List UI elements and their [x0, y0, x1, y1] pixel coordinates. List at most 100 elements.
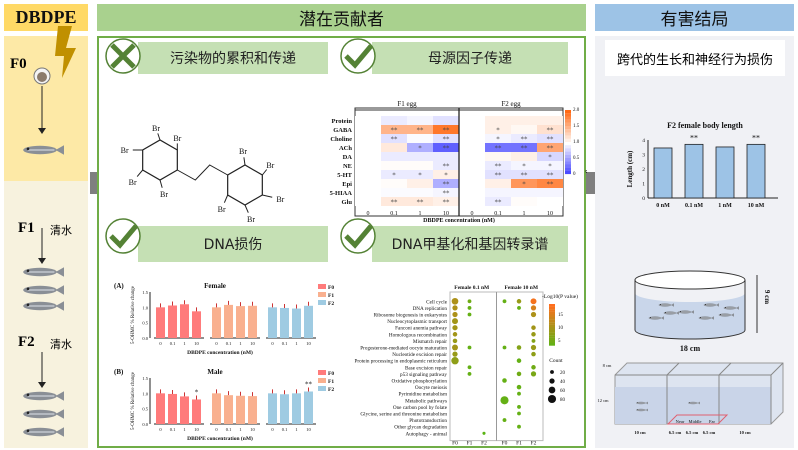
x-tick: 1: [239, 427, 241, 432]
heatmap-cell: [433, 143, 459, 152]
legend-tick: 15: [558, 313, 564, 318]
significance-mark: **: [521, 172, 529, 180]
group-label: Female 10 nM: [504, 285, 538, 291]
y-tick: 0.0: [142, 422, 148, 427]
bar: [236, 306, 245, 338]
heatmap-row-label: Protein: [332, 118, 353, 125]
significance-mark: *: [548, 163, 552, 171]
fish-tail: [55, 145, 64, 155]
bond: [157, 133, 161, 141]
legend-gradient-step: [565, 138, 571, 143]
bond: [159, 179, 163, 188]
chart-title: Male: [207, 368, 222, 376]
f2-section: [4, 311, 88, 448]
fish-eye: [26, 269, 30, 273]
bubble: [500, 396, 509, 405]
x-tick: 1: [183, 427, 185, 432]
legend-tick: 20: [560, 371, 566, 376]
heatmap-cell: [433, 170, 459, 179]
bubble: [502, 418, 507, 423]
heatmap-cell: [485, 143, 511, 152]
heatmap-row-label: 5-HT: [337, 172, 352, 179]
significance-mark: **: [495, 172, 503, 180]
fish-tail: [645, 408, 648, 412]
panel-letter: (A): [114, 282, 124, 290]
heatmap-cell: [485, 125, 511, 134]
fish-eye: [665, 312, 666, 314]
significance-mark: *: [195, 388, 199, 396]
tank-width-label: 6.5 cm: [703, 430, 716, 435]
bubble: [502, 299, 507, 304]
bar: [236, 395, 245, 424]
y-tick: 0.5: [142, 407, 148, 412]
heatmap-cell: [537, 170, 563, 179]
significance-mark: **: [521, 136, 529, 144]
bar: [224, 304, 233, 338]
box-tank-water: [615, 387, 771, 424]
heatmap-row-label: Epi: [342, 181, 352, 188]
bubble: [531, 351, 536, 357]
fish-tail: [55, 301, 64, 311]
legend-gradient-step: [565, 116, 571, 120]
bubble: [452, 338, 458, 344]
x-tick: 10 nM: [748, 203, 765, 209]
pathway-term: p53 signaling pathway: [400, 372, 447, 378]
benzene-ring: [142, 139, 178, 181]
heatmap-cell: [433, 179, 459, 188]
legend-gradient-step: [565, 154, 571, 159]
bromine-atom: Br: [160, 190, 168, 199]
fish-eye: [705, 304, 706, 306]
heatmap-cell: [407, 116, 433, 125]
tank-width-label: 6.5 cm: [669, 430, 682, 435]
y-axis-label: Length (cm): [626, 150, 634, 187]
legend-tick: 60: [560, 389, 566, 394]
fish-tail: [675, 311, 679, 315]
heatmap-cell: [381, 197, 407, 206]
pathway-term: Fanconi anemia pathway: [395, 326, 447, 332]
pathway-term: Cell cycle: [426, 299, 448, 305]
pathway-term: Phototransduction: [409, 418, 447, 424]
chart-title: Female: [204, 282, 226, 290]
legend-gradient-step: [549, 306, 555, 310]
legend-label: Fold change: [585, 144, 587, 176]
heatmap-col-label: 1: [523, 211, 526, 217]
fish-tail: [710, 316, 714, 320]
bar: [304, 391, 313, 424]
significance-mark: *: [496, 136, 500, 144]
legend-gradient-step: [565, 110, 571, 114]
bubble: [502, 345, 507, 350]
bar: [180, 396, 189, 424]
heatmap-cell: [511, 170, 537, 179]
legend-gradient-step: [549, 324, 555, 328]
fish-tail: [55, 391, 64, 401]
heatmap-cell: [433, 125, 459, 134]
fish-tail: [735, 306, 739, 310]
y-tick: 3: [642, 153, 645, 159]
legend-gradient-step: [565, 142, 571, 146]
heatmap-cell: [381, 134, 407, 143]
size-legend-dot: [550, 370, 554, 374]
right-title: 跨代的生长和神经行为损伤: [605, 40, 785, 76]
significance-mark: **: [443, 190, 451, 198]
heatmap-cell: [407, 143, 433, 152]
heatmap-cell: [511, 161, 537, 170]
middle-header: 潜在贡献者: [97, 4, 586, 31]
bromine-atom: Br: [239, 147, 247, 156]
significance-mark: **: [391, 136, 399, 144]
heatmap-cell: [511, 179, 537, 188]
heatmap-cell: [355, 143, 381, 152]
generation-diagram: [23, 26, 76, 437]
heatmap-cell: [511, 143, 537, 152]
bubble: [530, 344, 537, 351]
significance-mark: **: [443, 136, 451, 144]
bar: [268, 393, 277, 424]
heatmap-cell: [537, 161, 563, 170]
fish-tail: [55, 285, 64, 295]
heatmap-cell: [355, 152, 381, 161]
heatmap-cell: [511, 188, 537, 197]
legend-tick: 80: [560, 398, 566, 403]
heatmap-cell: [485, 161, 511, 170]
heatmap-cell: [511, 197, 537, 206]
